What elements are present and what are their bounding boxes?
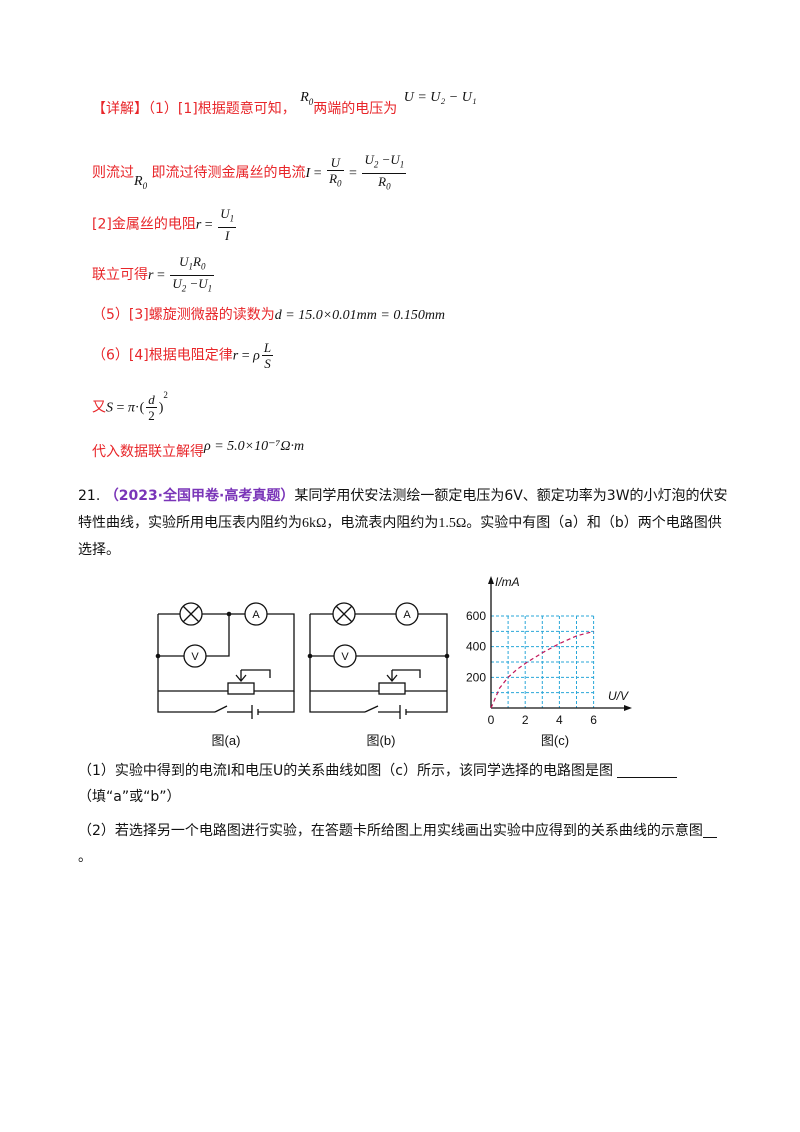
step2-text-b: 即流过待测金属丝的电流 [151, 165, 306, 182]
y-tick-label: 600 [466, 609, 486, 623]
question-source: （2023·全国甲卷·高考真题） [104, 488, 295, 504]
y-axis-label: I/mA [495, 575, 520, 589]
iu-curve [490, 630, 594, 709]
step2-text-a: 则流过 [92, 165, 134, 182]
x-tick-label: 4 [556, 713, 563, 727]
y-tick-label: 400 [466, 640, 486, 654]
r0-symbol: R0 [300, 90, 314, 107]
step6-text: （6）[4]根据电阻定律 [92, 347, 233, 364]
step3-text: [2]金属丝的电阻 [92, 216, 196, 233]
micrometer-equation: d = 15.0×0.01mm = 0.150mm [274, 308, 446, 323]
part2-tail: 。 [78, 849, 92, 865]
ammeter-b-label: A [403, 609, 411, 621]
question-21-part-2: （2）若选择另一个电路图进行实验，在答题卡所给图上用实线画出实验中应得到的关系曲… [78, 818, 728, 870]
part2-text: （2）若选择另一个电路图进行实验，在答题卡所给图上用实线画出实验中应得到的关系曲… [78, 823, 703, 839]
caption-a: 图(a) [212, 733, 241, 748]
caption-b: 图(b) [367, 733, 396, 748]
question-21-stem: 21. （2023·全国甲卷·高考真题）某同学用伏安法测绘一额定电压为6V、额定… [78, 483, 728, 564]
stem-part-3: 。实验中有图（a）和（b）两个电路图供选择。 [78, 515, 722, 558]
lamp-icon-a [179, 602, 203, 626]
voltmeter-resistance: 6kΩ [302, 516, 327, 531]
circuit-a [157, 613, 295, 719]
part1-text: （1）实验中得到的电流I和电压U的关系曲线如图（c）所示，该同学选择的电路图是图 [78, 763, 613, 779]
ammeter-b [395, 602, 419, 626]
solution-line-1: 【详解】（1）[1]根据题意可知， R0两端的电压为 U = U₂ − U₁ [92, 90, 477, 119]
x-axis-arrow [624, 705, 632, 711]
part1-tail: （填“a”或“b”） [78, 789, 181, 805]
step8-text: 代入数据联立解得 [92, 444, 204, 460]
y-tick-label: 200 [466, 670, 486, 684]
voltmeter-b [333, 644, 357, 668]
question-21-part-1: （1）实验中得到的电流I和电压U的关系曲线如图（c）所示，该同学选择的电路图是图… [78, 758, 728, 810]
chart-c: 200 400 600 0 2 4 6 I/mA U/V [466, 575, 632, 727]
x-tick-label: 2 [522, 713, 529, 727]
answer-blank-2[interactable] [702, 823, 717, 838]
caption-c: 图(c) [541, 733, 569, 748]
voltmeter-a-label: V [191, 651, 199, 663]
question-number: 21. [78, 488, 101, 504]
step1-equation: U = U₂ − U₁ [403, 90, 477, 105]
answer-blank-1[interactable] [616, 763, 677, 778]
stem-part-2: ，电流表内阻约为 [326, 515, 439, 531]
ammeter-a [244, 602, 268, 626]
resistivity-result: ρ = 5.0×10⁻⁷Ω·m [204, 439, 305, 454]
step7-text: 又 [92, 399, 106, 416]
lamp-icon-b [332, 602, 356, 626]
solution-tag: 【详解】 [92, 101, 148, 117]
figures: A A V V 图(a) 图(b) 图(c) 200 400 600 0 2 4 6 I/mA… [155, 575, 632, 748]
x-axis-label: U/V [608, 689, 629, 703]
step1-mid: 两端的电压为 [313, 101, 398, 117]
step1-text: （1）[1]根据题意可知， [148, 101, 296, 117]
voltmeter-a [183, 644, 207, 668]
ammeter-resistance: 1.5Ω [438, 516, 467, 531]
solution-line-8: 代入数据联立解得ρ = 5.0×10⁻⁷Ω·m [92, 439, 305, 461]
stem-part-1: 某同学用伏安法测绘一额定电压为6V、额定功率为3W的小灯泡的伏安特性曲线，实验所… [78, 488, 728, 531]
x-tick-label: 6 [590, 713, 597, 727]
voltmeter-b-label: V [341, 651, 349, 663]
circuit-b [309, 613, 448, 719]
x-tick-label: 0 [488, 713, 495, 727]
ammeter-a-label: A [252, 609, 260, 621]
step5-text: （5）[3]螺旋测微器的读数为 [92, 307, 275, 323]
step4-text: 联立可得 [92, 267, 148, 284]
y-axis-arrow [488, 576, 494, 584]
r0-symbol-2: R0 [134, 174, 148, 191]
solution-line-5: （5）[3]螺旋测微器的读数为d = 15.0×0.01mm = 0.150mm [92, 304, 445, 324]
